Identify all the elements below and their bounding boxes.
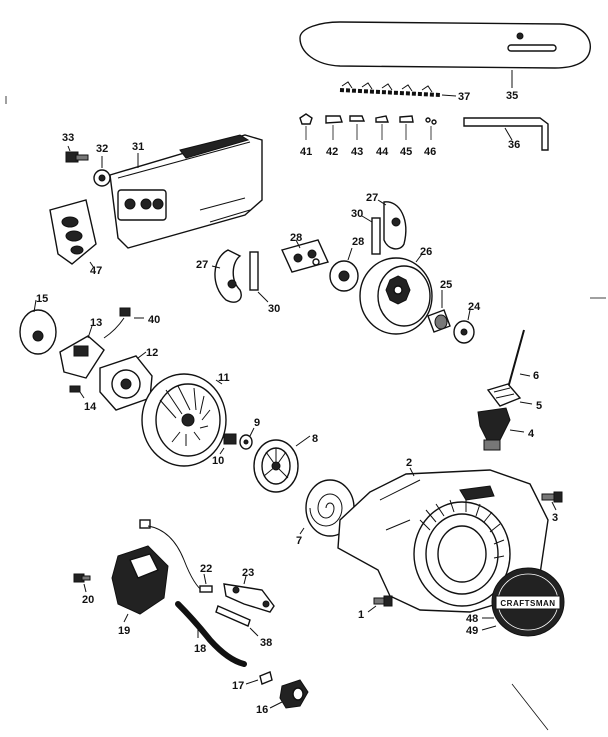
callout-31: 31 [132,141,144,153]
callout-6: 6 [533,370,539,382]
terminal-22 [199,585,213,593]
clutch-washer [329,260,359,292]
screw-1 [373,595,393,607]
callout-3: 3 [552,512,558,524]
callout-17: 17 [232,680,244,692]
fuel-hose [175,601,247,667]
callout-15: 15 [36,293,48,305]
craftsman-badge: CRAFTSMAN [491,567,565,637]
spark-plug-boot [279,679,309,709]
flywheel-plate [19,309,57,355]
ground-wire [103,307,131,339]
screw-14 [69,385,81,393]
callout-45: 45 [400,146,412,158]
screw-3 [541,491,563,503]
clip-17 [259,671,273,685]
chain-link-leaders [305,124,432,140]
callout-13: 13 [90,317,102,329]
callout-26: 26 [420,246,432,258]
ignition-coil [111,519,205,615]
callout-2: 2 [406,457,412,469]
callout-25: 25 [440,279,452,291]
callout-28b: 28 [352,236,364,248]
ignition-module [59,335,105,379]
callout-27b: 27 [196,259,208,271]
callout-38: 38 [260,637,272,649]
scan-mark [511,683,549,731]
washer [93,169,111,187]
callout-20: 20 [82,594,94,606]
callout-12: 12 [146,347,158,359]
starter-pulley [253,439,299,493]
flywheel-nut [223,433,237,445]
callout-44: 44 [376,146,389,158]
throttle-bracket [223,583,275,613]
callout-5: 5 [536,400,542,412]
callout-36: 36 [508,139,520,151]
fan-flywheel [141,373,227,467]
callout-30b: 30 [268,303,280,315]
oil-cap [477,407,511,451]
callout-11: 11 [218,372,230,384]
callout-18: 18 [194,643,206,655]
clutch-spring-left [249,251,259,291]
clutch-spring-top [371,217,381,255]
callout-28a: 28 [290,232,302,244]
clutch-shoe-top [383,201,407,250]
callout-14: 14 [84,401,97,413]
callout-23: 23 [242,567,254,579]
callout-33: 33 [62,132,74,144]
screw-20 [73,573,91,583]
callout-30a: 30 [351,208,363,220]
sprocket-cover [109,134,263,249]
starter-housing [337,469,549,613]
bolt [65,151,89,163]
callout-42: 42 [326,146,338,158]
callout-10: 10 [212,455,224,467]
saw-chain [339,81,441,97]
callout-48: 48 [466,613,478,625]
callout-47: 47 [90,265,102,277]
clutch-shoe-left [214,249,242,303]
throttle-rod [215,605,251,627]
chain-links [299,113,437,125]
callout-9: 9 [254,417,260,429]
needle-bearing [427,309,451,333]
hex-wrench [463,117,549,151]
callout-7: 7 [296,535,302,547]
cover-plate [49,199,97,265]
oil-filter [486,383,522,407]
oil-line [507,329,525,389]
callout-37: 37 [458,91,470,103]
callout-49: 49 [466,625,478,637]
clutch-hub [281,239,329,273]
callout-41: 41 [300,146,312,158]
callout-22: 22 [200,563,212,575]
guide-bar [299,21,592,69]
callout-35: 35 [506,90,518,102]
thrust-washer [453,320,475,344]
callout-43: 43 [351,146,363,158]
clutch-drum [359,257,433,335]
callout-27a: 27 [366,192,378,204]
callout-19: 19 [118,625,130,637]
callout-46: 46 [424,146,436,158]
callout-24: 24 [468,301,481,313]
flywheel-washer [239,434,253,450]
flywheel [99,355,153,411]
callout-16: 16 [256,704,268,716]
callout-8: 8 [312,433,318,445]
callout-4: 4 [528,428,535,440]
callout-32: 32 [96,143,108,155]
badge-text: CRAFTSMAN [500,599,555,608]
callout-40: 40 [148,314,160,326]
callout-1: 1 [358,609,364,621]
